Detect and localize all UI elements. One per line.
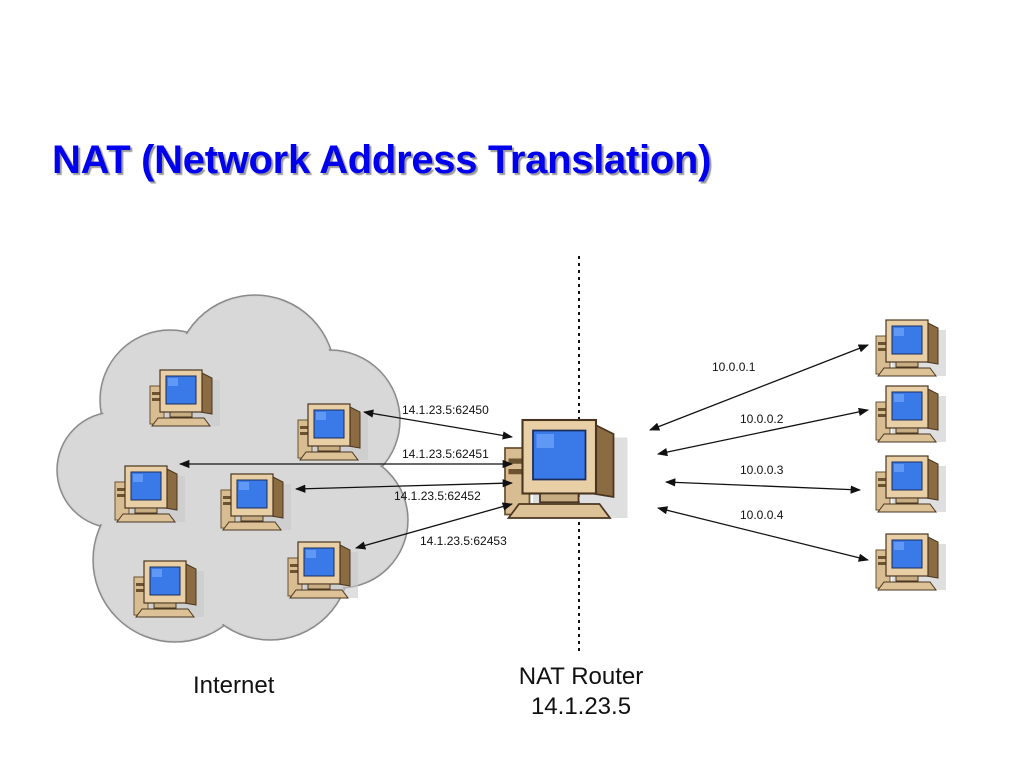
private-computer-icon — [875, 455, 947, 513]
public-connection-arrows — [178, 409, 514, 550]
public-connection-label: 14.1.23.5:62450 — [402, 403, 489, 417]
public-connection-label: 14.1.23.5:62451 — [402, 447, 489, 461]
private-connection-label: 10.0.0.1 — [712, 360, 756, 374]
router-caption: NAT Router 14.1.23.5 — [506, 662, 656, 722]
private-computer-icon — [875, 385, 947, 443]
router-ip: 14.1.23.5 — [530, 693, 632, 720]
internet-computer-icon — [297, 403, 369, 461]
private-connection-label: 10.0.0.3 — [740, 463, 784, 477]
private-computer-icon — [875, 319, 947, 377]
internet-computer-icon — [220, 473, 292, 531]
router-label: NAT Router — [518, 663, 644, 690]
internet-computer-icon — [287, 541, 359, 599]
internet-computer-icon — [114, 465, 186, 523]
internet-computer-icon — [133, 560, 205, 618]
nat-router-computer-icon — [503, 418, 629, 520]
page-title: NAT (Network Address Translation) — [52, 138, 712, 182]
public-connection-label: 14.1.23.5:62453 — [420, 534, 507, 548]
private-connection-arrows — [649, 344, 870, 562]
private-connection-label: 10.0.0.4 — [740, 508, 784, 522]
private-connection-label: 10.0.0.2 — [740, 412, 784, 426]
public-connection-label: 14.1.23.5:62452 — [394, 489, 481, 503]
internet-caption: Internet — [193, 672, 275, 699]
private-computer-icon — [875, 533, 947, 591]
internet-computer-icon — [149, 369, 221, 427]
